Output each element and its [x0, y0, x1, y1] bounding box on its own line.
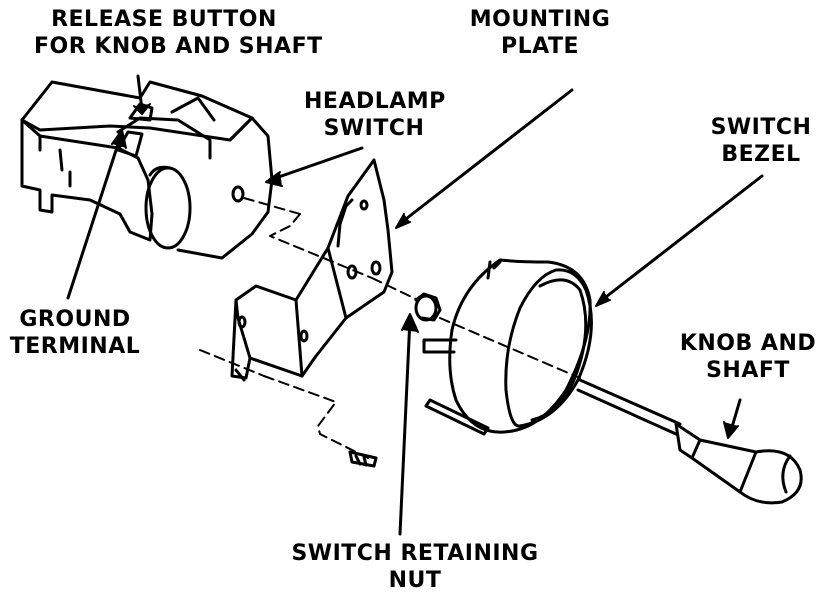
label-headlamp-switch-line1: HEADLAMP: [304, 89, 446, 114]
label-knob-and-shaft-line1: KNOB AND: [679, 331, 817, 356]
headlamp-switch-body: [20, 80, 274, 260]
label-ground-terminal-line1: GROUND: [19, 307, 131, 332]
label-knob-and-shaft: KNOB AND SHAFT: [668, 330, 828, 384]
label-switch-bezel-line2: BEZEL: [721, 142, 801, 167]
label-mounting-plate-line2: PLATE: [501, 34, 579, 59]
leader-switch-bezel: [600, 174, 764, 302]
label-headlamp-switch: HEADLAMP SWITCH: [304, 88, 446, 142]
label-knob-and-shaft-line2: SHAFT: [706, 358, 790, 383]
leader-headlamp-switch: [268, 146, 364, 182]
center-line: [199, 197, 581, 459]
label-switch-retaining-nut-line1: SWITCH RETAINING: [291, 541, 539, 566]
label-ground-terminal-line2: TERMINAL: [9, 334, 141, 359]
label-mounting-plate-line1: MOUNTING: [469, 7, 611, 32]
leader-release-button: [136, 74, 144, 112]
label-switch-retaining-nut-line2: NUT: [388, 568, 442, 593]
label-switch-bezel: SWITCH BEZEL: [706, 114, 816, 168]
label-mounting-plate: MOUNTING PLATE: [460, 6, 620, 60]
leader-lines: [66, 74, 764, 536]
mounting-screw: [348, 450, 378, 468]
label-switch-bezel-line1: SWITCH: [710, 115, 812, 140]
retaining-nut: [414, 292, 442, 322]
label-switch-retaining-nut: SWITCH RETAINING NUT: [270, 540, 560, 594]
mounting-plate: [230, 158, 394, 382]
label-ground-terminal: GROUND TERMINAL: [0, 306, 150, 360]
knob-and-shaft: [576, 378, 803, 505]
label-release-button: RELEASE BUTTON FOR KNOB AND SHAFT: [34, 6, 323, 60]
leader-mounting-plate: [400, 88, 574, 224]
label-headlamp-switch-line2: SWITCH: [323, 116, 425, 141]
switch-bezel: [422, 258, 593, 436]
label-release-button-line1: RELEASE BUTTON: [51, 7, 277, 32]
leader-ground-terminal: [66, 136, 122, 300]
label-release-button-line2: FOR KNOB AND SHAFT: [34, 34, 323, 59]
leader-retaining-nut: [398, 316, 412, 536]
